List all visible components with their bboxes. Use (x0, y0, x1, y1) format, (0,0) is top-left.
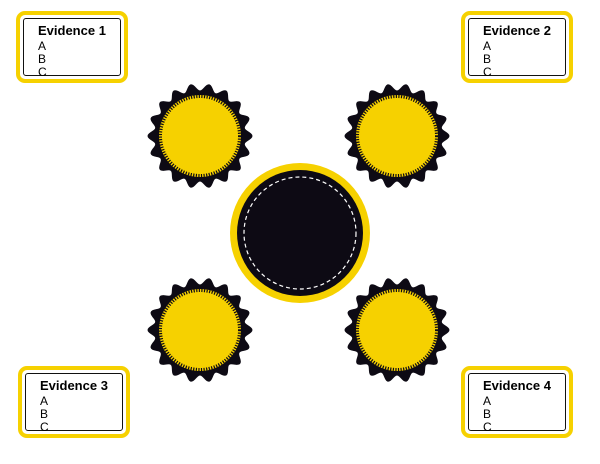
evidence-box-2: Evidence 2 A B C (461, 11, 573, 83)
evidence-title: Evidence 1 (38, 23, 106, 38)
evidence-item: B (483, 52, 492, 66)
evidence-title: Evidence 4 (483, 378, 551, 393)
evidence-item: B (483, 407, 492, 421)
badge-bottom-right (344, 278, 450, 382)
evidence-item: A (483, 39, 492, 53)
evidence-box-3: Evidence 3 A B C (18, 366, 130, 438)
evidence-box-4: Evidence 4 A B C (461, 366, 573, 438)
evidence-title: Evidence 2 (483, 23, 551, 38)
evidence-item: A (483, 394, 492, 408)
evidence-item: B (38, 52, 47, 66)
evidence-item: C (40, 420, 49, 434)
evidence-item: C (38, 65, 47, 79)
center-circle (230, 163, 370, 303)
evidence-item: C (483, 65, 492, 79)
evidence-item: A (40, 394, 49, 408)
evidence-item: C (483, 420, 492, 434)
evidence-box-1: Evidence 1 A B C (16, 11, 128, 83)
badge-bottom-left (147, 278, 253, 382)
evidence-item: A (38, 39, 47, 53)
badge-top-left (147, 84, 253, 188)
evidence-item: B (40, 407, 49, 421)
badge-top-right (344, 84, 450, 188)
evidence-title: Evidence 3 (40, 378, 108, 393)
